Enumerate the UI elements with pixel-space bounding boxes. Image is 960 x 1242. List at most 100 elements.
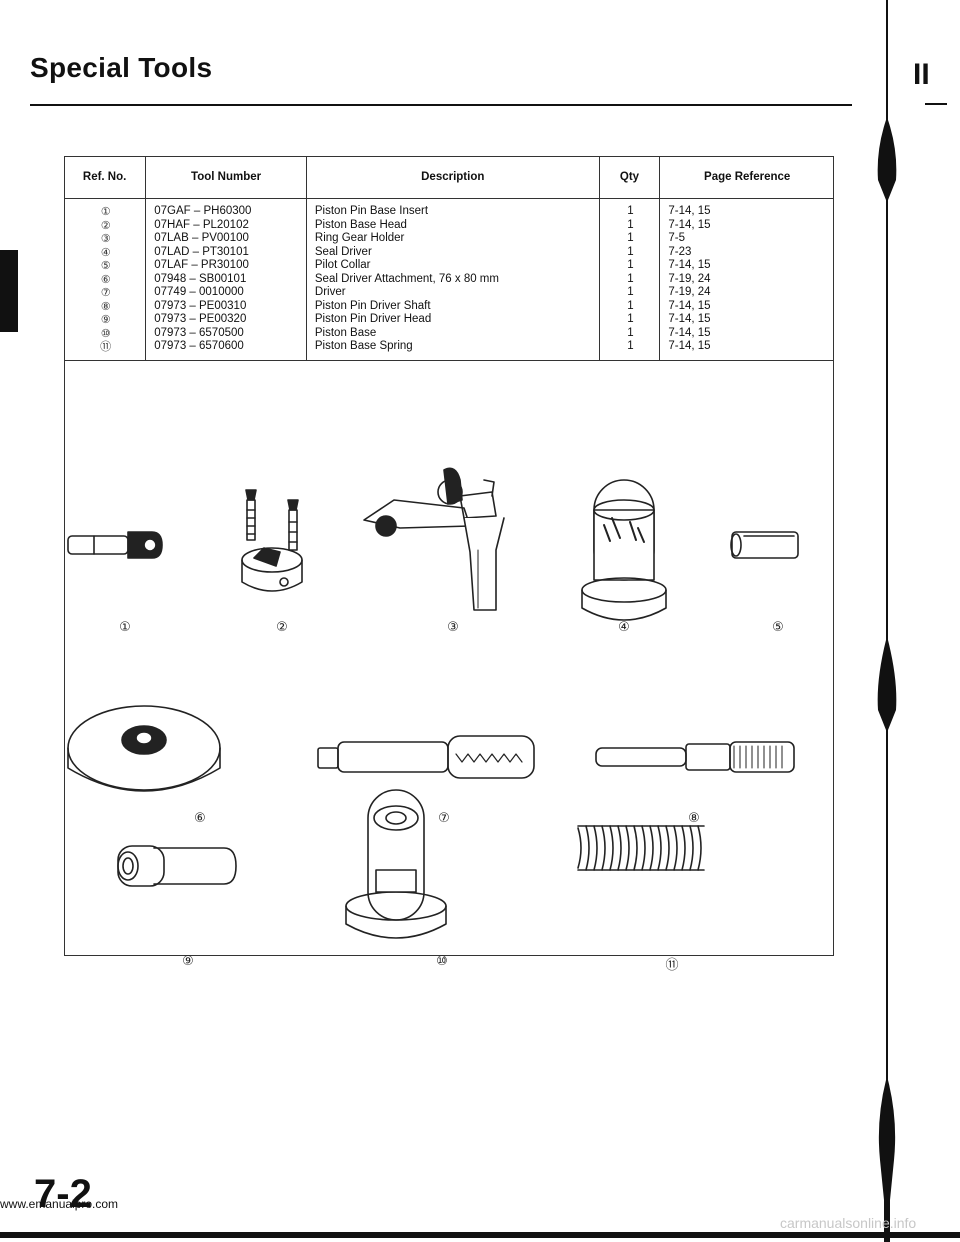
callout-7: ⑦ <box>438 811 450 826</box>
page-reference: 7-14, 15 <box>668 340 711 352</box>
page-reference: 7-23 <box>668 245 692 258</box>
description-column: Piston Pin Base Insert Piston Base Head … <box>305 198 600 361</box>
ref-no: ⑩ <box>100 326 111 340</box>
tool-number-column: 07GAF – PH60300 07HAF – PL20102 07LAB – … <box>145 198 307 361</box>
page-reference: 7-14, 15 <box>668 326 711 339</box>
page-reference: 7-14, 15 <box>668 259 711 271</box>
description: Driver <box>314 286 346 298</box>
description: Piston Base Head <box>314 218 407 231</box>
tool-number: 07LAF – PR30100 <box>154 259 249 271</box>
watermark-url: www.emanualpro.com <box>0 1197 119 1211</box>
callout-9: ⑨ <box>182 954 194 969</box>
tool-7-drawing <box>317 735 535 779</box>
tool-number: 07749 – 0010000 <box>154 286 244 298</box>
header-description: Description <box>305 156 600 199</box>
section-rule <box>925 103 947 105</box>
callout-2: ② <box>276 620 288 635</box>
header-qty: Qty <box>598 156 660 199</box>
header-page-reference: Page Reference <box>659 156 834 199</box>
page-reference: 7-14, 15 <box>668 205 711 217</box>
qty-column: 1 1 1 1 1 1 1 1 1 1 1 <box>598 198 660 361</box>
page-title: Special Tools <box>30 52 213 83</box>
description: Piston Base Spring <box>314 340 413 352</box>
callout-6: ⑥ <box>194 811 206 826</box>
section-thumb-tab <box>0 250 18 332</box>
callout-10: ⑩ <box>436 954 448 969</box>
page-number: 7-2 <box>34 1172 92 1216</box>
page-reference: 7-14, 15 <box>668 313 711 325</box>
tool-9-drawing <box>117 845 237 887</box>
tool-number: 07HAF – PL20102 <box>154 218 249 231</box>
special-tools-table: Ref. No. Tool Number Description Qty Pag… <box>64 156 834 361</box>
tool-illustrations: ① ② ③ ④ ⑤ ⑥ ⑦ ⑧ ⑨ ⑩ ⑪ <box>64 400 834 973</box>
description: Pilot Collar <box>314 259 371 271</box>
qty: 1 <box>627 340 634 352</box>
page-reference: 7-19, 24 <box>668 272 711 285</box>
description: Seal Driver Attachment, 76 x 80 mm <box>314 272 499 285</box>
qty: 1 <box>627 232 634 244</box>
qty: 1 <box>627 218 634 231</box>
tool-4-drawing <box>581 479 667 621</box>
tool-number: 07948 – SB00101 <box>154 272 247 285</box>
ref-no: ⑪ <box>100 340 112 353</box>
ref-no: ③ <box>100 232 111 245</box>
ref-no: ⑨ <box>100 313 111 326</box>
ref-no: ① <box>100 205 111 218</box>
qty: 1 <box>627 299 634 312</box>
tool-8-drawing <box>595 741 795 773</box>
page-reference: 7-19, 24 <box>668 286 711 298</box>
qty: 1 <box>627 205 634 217</box>
callout-8: ⑧ <box>688 811 700 826</box>
ref-no: ⑧ <box>100 299 111 313</box>
qty: 1 <box>627 259 634 271</box>
page-reference-column: 7-14, 15 7-14, 15 7-5 7-23 7-14, 15 7-19… <box>659 198 834 361</box>
description: Piston Pin Driver Shaft <box>314 299 431 312</box>
callout-3: ③ <box>447 620 459 635</box>
qty: 1 <box>627 245 634 258</box>
binding-edge <box>877 0 897 1242</box>
qty: 1 <box>627 286 634 298</box>
watermark-site: carmanualsonline.info <box>780 1215 917 1231</box>
ref-no: ② <box>100 218 111 232</box>
header-tool-number: Tool Number <box>145 156 307 199</box>
ref-no: ⑥ <box>100 272 111 286</box>
ref-no: ④ <box>100 245 111 259</box>
tool-number: 07973 – PE00310 <box>154 299 247 312</box>
qty: 1 <box>627 326 634 339</box>
description: Piston Pin Driver Head <box>314 313 432 325</box>
description: Piston Base <box>314 326 377 339</box>
title-rule <box>30 104 852 106</box>
qty: 1 <box>627 313 634 325</box>
tool-6-drawing <box>67 705 221 792</box>
description: Piston Pin Base Insert <box>314 205 429 217</box>
page-reference: 7-14, 15 <box>668 299 711 312</box>
section-mark: II <box>913 58 930 91</box>
tool-2-drawing <box>241 489 303 592</box>
tool-number: 07973 – PE00320 <box>154 313 247 325</box>
tool-3-drawing <box>363 467 505 611</box>
table-row: ① ② ③ ④ ⑤ ⑥ ⑦ ⑧ ⑨ ⑩ ⑪ 07GAF – PH60300 07… <box>64 198 834 361</box>
header-ref-no: Ref. No. <box>64 156 146 199</box>
qty: 1 <box>627 272 634 285</box>
callout-5: ⑤ <box>772 620 784 635</box>
tool-number: 07973 – 6570500 <box>154 326 244 339</box>
bottom-rule <box>0 1232 960 1238</box>
tool-number: 07973 – 6570600 <box>154 340 244 352</box>
ref-no: ⑤ <box>100 259 111 272</box>
callout-1: ① <box>119 620 131 635</box>
description: Ring Gear Holder <box>314 232 405 244</box>
description: Seal Driver <box>314 245 372 258</box>
tool-11-drawing <box>577 825 705 871</box>
tool-number: 07LAB – PV00100 <box>154 232 249 244</box>
tool-5-drawing <box>730 531 799 559</box>
tool-1-drawing <box>67 531 163 559</box>
callout-4: ④ <box>618 620 630 635</box>
ref-column: ① ② ③ ④ ⑤ ⑥ ⑦ ⑧ ⑨ ⑩ ⑪ <box>64 198 146 361</box>
tool-number: 07LAD – PT30101 <box>154 245 249 258</box>
callout-11: ⑪ <box>665 958 679 973</box>
page-reference: 7-5 <box>668 232 685 244</box>
page-reference: 7-14, 15 <box>668 218 711 231</box>
table-header-row: Ref. No. Tool Number Description Qty Pag… <box>64 156 834 199</box>
tool-number: 07GAF – PH60300 <box>154 205 252 217</box>
tool-10-drawing <box>345 789 447 939</box>
